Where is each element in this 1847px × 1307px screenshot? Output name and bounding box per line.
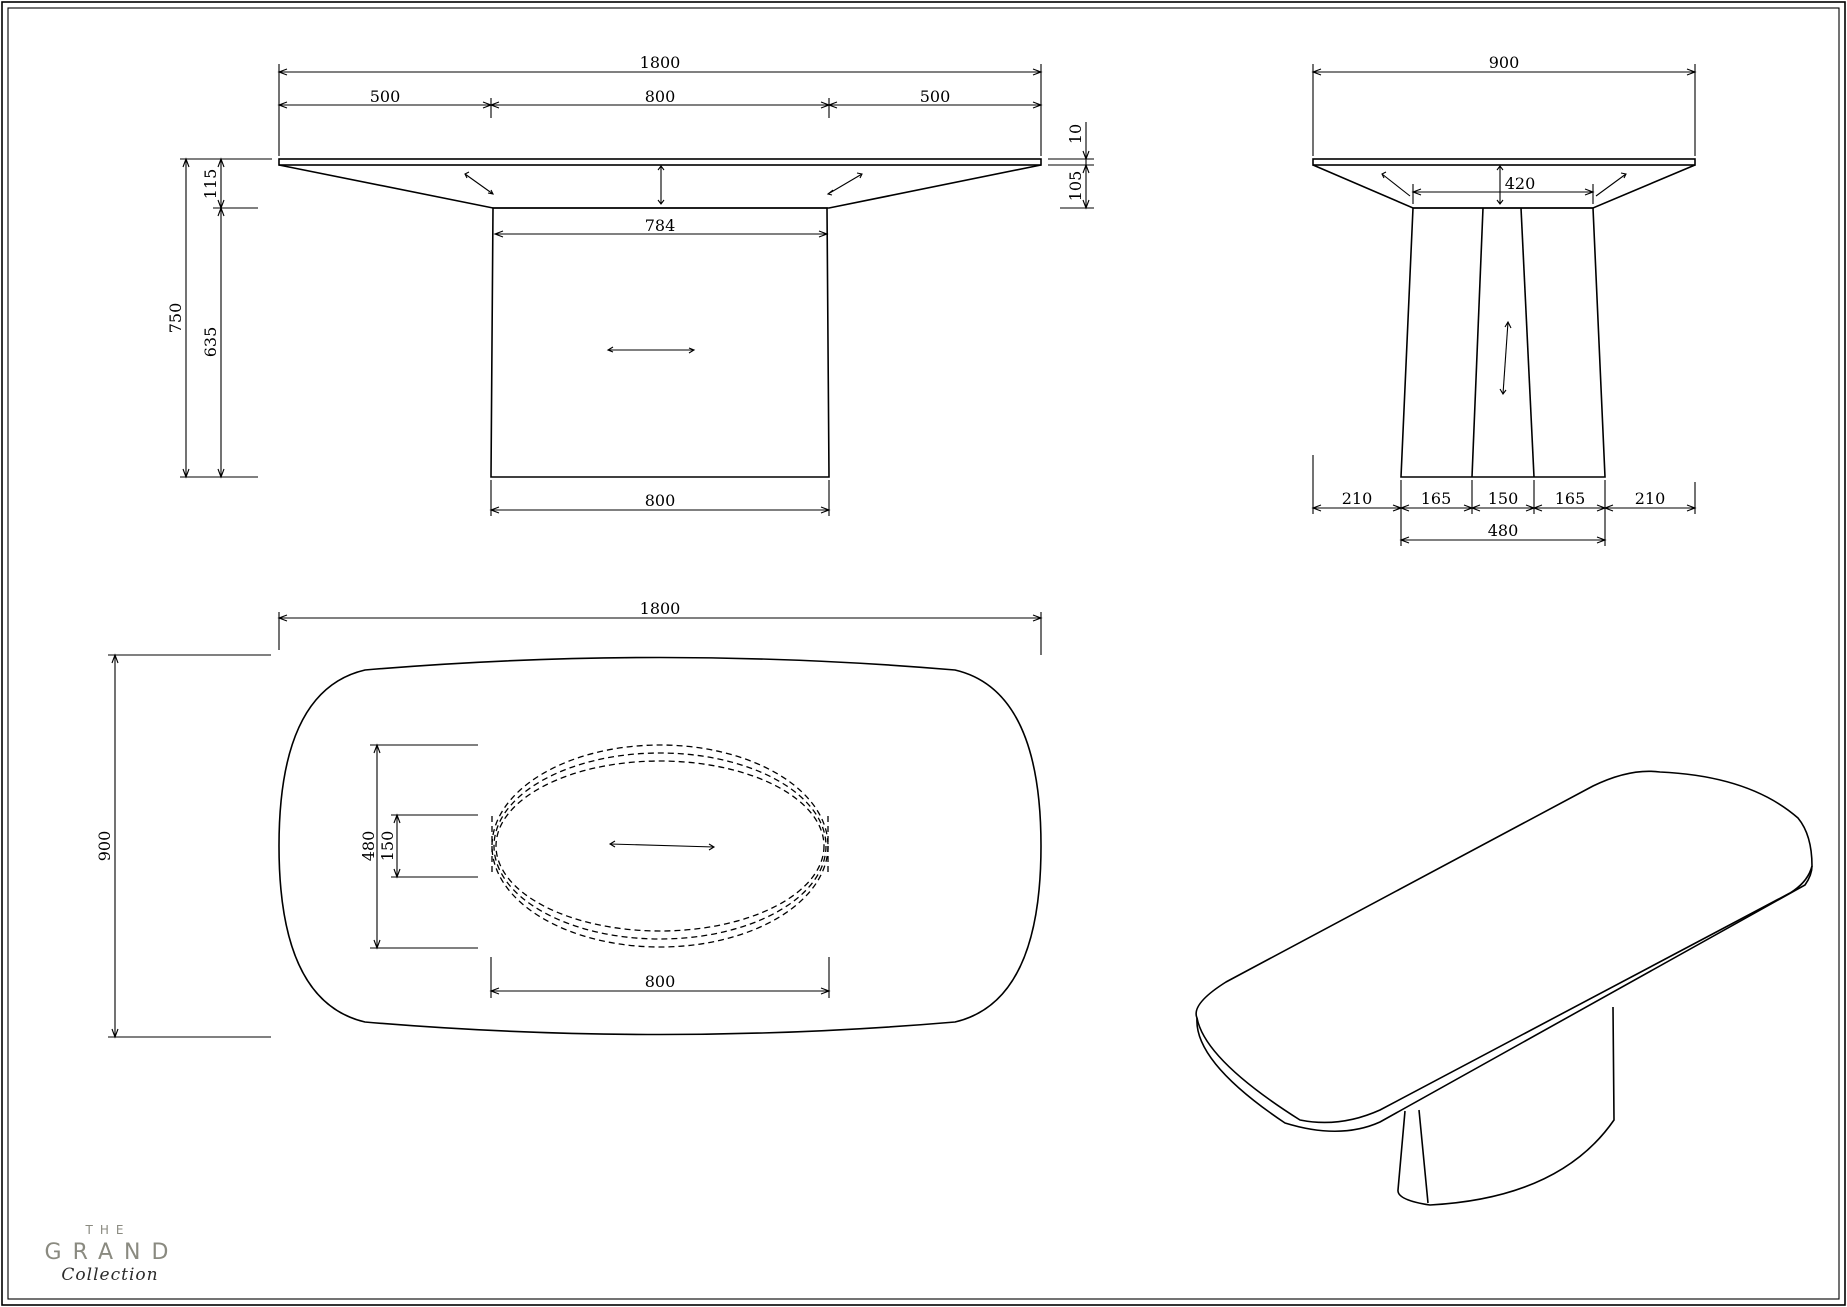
dim-side-900 bbox=[1311, 64, 1697, 156]
dim-front-105-label: 105 bbox=[1066, 171, 1085, 202]
plan-base-outline bbox=[491, 744, 829, 948]
plan-table-top bbox=[278, 656, 1042, 1036]
iso-top-edge bbox=[1196, 865, 1813, 1133]
dim-front-784-label: 784 bbox=[645, 216, 676, 235]
dim-front-800-bottom-label: 800 bbox=[645, 491, 676, 510]
front-base bbox=[490, 207, 830, 478]
brand-logo: THE GRAND Collection bbox=[45, 1223, 180, 1285]
dim-side-480 bbox=[1399, 536, 1607, 544]
side-table-top bbox=[1312, 158, 1696, 166]
dim-front-segments bbox=[277, 98, 1043, 118]
dim-side-420 bbox=[1411, 184, 1595, 204]
dim-plan-480-150 bbox=[370, 743, 478, 950]
dim-front-635-label: 635 bbox=[201, 327, 220, 358]
dim-front-750-label: 750 bbox=[166, 303, 185, 334]
grain-arrow-plan bbox=[608, 840, 716, 851]
dim-front-thickness bbox=[1048, 122, 1094, 210]
grain-arrows-front bbox=[464, 165, 863, 354]
front-table-top bbox=[278, 158, 1042, 166]
dim-front-10-label: 10 bbox=[1066, 124, 1085, 144]
dim-front-1800 bbox=[277, 64, 1043, 156]
dim-front-800-center-label: 800 bbox=[645, 87, 676, 106]
logo-the: THE bbox=[85, 1223, 131, 1237]
dim-plan-800 bbox=[489, 957, 831, 998]
dim-plan-480-label: 480 bbox=[359, 831, 378, 862]
iso-base-edge bbox=[1418, 1109, 1429, 1204]
dim-plan-900-label: 900 bbox=[95, 831, 114, 862]
logo-grand: GRAND bbox=[45, 1240, 180, 1265]
front-view: 1800 500 800 500 784 800 bbox=[166, 53, 1094, 516]
dim-side-210-right-label: 210 bbox=[1635, 489, 1666, 508]
dim-plan-1800-label: 1800 bbox=[640, 599, 681, 618]
logo-collection: Collection bbox=[61, 1265, 158, 1285]
isometric-view bbox=[1195, 770, 1813, 1206]
dim-side-165-right-label: 165 bbox=[1555, 489, 1586, 508]
dim-side-420-label: 420 bbox=[1505, 174, 1536, 193]
dim-front-784 bbox=[493, 230, 829, 238]
dim-plan-900 bbox=[108, 653, 271, 1039]
dim-front-500-right-label: 500 bbox=[920, 87, 951, 106]
side-view: 900 420 210 165 150 165 210 bbox=[1311, 53, 1697, 546]
inner-frame bbox=[7, 7, 1840, 1300]
plan-view: 1800 900 480 150 800 bbox=[95, 599, 1043, 1039]
dim-side-165-left-label: 165 bbox=[1421, 489, 1452, 508]
front-apron bbox=[278, 164, 1042, 209]
dim-plan-150-label: 150 bbox=[378, 831, 397, 862]
dim-side-900-label: 900 bbox=[1489, 53, 1520, 72]
dim-front-1800-label: 1800 bbox=[640, 53, 681, 72]
dim-side-210-left-label: 210 bbox=[1342, 489, 1373, 508]
dim-front-800-bottom bbox=[489, 480, 831, 516]
iso-table-top bbox=[1195, 770, 1813, 1124]
dim-plan-800-label: 800 bbox=[645, 972, 676, 991]
dim-side-segments bbox=[1311, 455, 1697, 546]
side-base-split-right bbox=[1520, 207, 1535, 478]
dim-front-500-left-label: 500 bbox=[370, 87, 401, 106]
grain-arrows-side bbox=[1381, 165, 1627, 395]
dim-plan-1800 bbox=[277, 612, 1043, 655]
iso-base bbox=[1397, 1006, 1615, 1206]
dim-front-115-label: 115 bbox=[201, 169, 220, 200]
side-base bbox=[1400, 207, 1606, 478]
dim-front-heights bbox=[180, 157, 272, 479]
dim-side-150-label: 150 bbox=[1488, 489, 1519, 508]
side-base-split-left bbox=[1471, 207, 1484, 478]
dim-side-480-label: 480 bbox=[1488, 521, 1519, 540]
